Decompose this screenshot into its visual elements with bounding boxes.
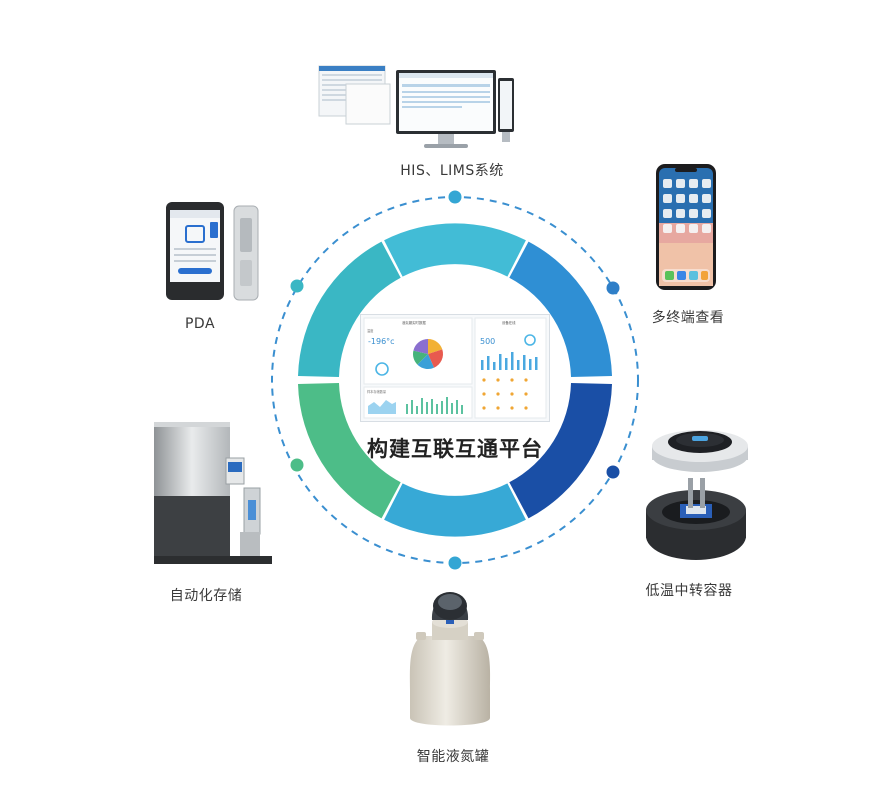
pda-icon <box>166 202 259 301</box>
smartphone-icon <box>656 164 716 290</box>
ring-segment-bottom-left <box>298 383 401 519</box>
ring-segment-bottom-right <box>509 383 612 519</box>
dashboard-pie-chart <box>413 338 444 369</box>
ring-segment-bottom <box>384 483 526 537</box>
ring-segment-top <box>384 223 526 277</box>
dashboard-panel-title-4: 样本存储数量 <box>367 389 387 394</box>
node-label-tank: 智能液氮罐 <box>416 749 490 765</box>
ring-dot-bottom-right <box>606 465 620 479</box>
ring-dot-top-left <box>290 279 304 293</box>
dashboard-area-chart <box>368 400 396 414</box>
liquid-nitrogen-tank-icon <box>409 592 491 726</box>
dashboard-status-grid <box>482 378 528 410</box>
dashboard-panel-title-2: 温度 <box>367 328 374 333</box>
platform-title: 构建互联互通平台 <box>367 437 543 461</box>
dashboard-count-readout: 500 <box>480 337 495 346</box>
dashboard-panel-title-1: 液氮罐实时数据 <box>402 320 426 325</box>
node-label-storage: 自动化存储 <box>169 588 243 604</box>
dashboard-bar-chart-right <box>481 352 538 370</box>
monitor-icon <box>318 65 514 148</box>
automated-storage-icon <box>154 422 272 564</box>
dashboard-panel-title-3: 设备在线 <box>502 320 516 325</box>
cryo-transfer-container-icon <box>646 430 748 560</box>
node-label-pda: PDA <box>184 316 216 332</box>
node-label-multi: 多终端查看 <box>651 310 725 326</box>
dashboard-bar-chart-bottom <box>406 397 463 414</box>
node-label-his: HIS、LIMS系统 <box>400 163 504 179</box>
dashboard-temp-readout: -196°c <box>368 337 395 346</box>
ring-dot-bottom <box>448 556 462 570</box>
ring-dot-top <box>448 190 462 204</box>
node-label-transfer: 低温中转容器 <box>645 583 733 599</box>
dashboard-screenshot: 液氮罐实时数据 温度 设备在线 样本存储数量 -196°c 500 <box>360 314 550 422</box>
ring-dot-bottom-left <box>290 458 304 472</box>
ring-segment-top-right <box>509 241 612 377</box>
ring-dot-top-right <box>606 281 620 295</box>
ring-segment-top-left <box>298 241 401 377</box>
